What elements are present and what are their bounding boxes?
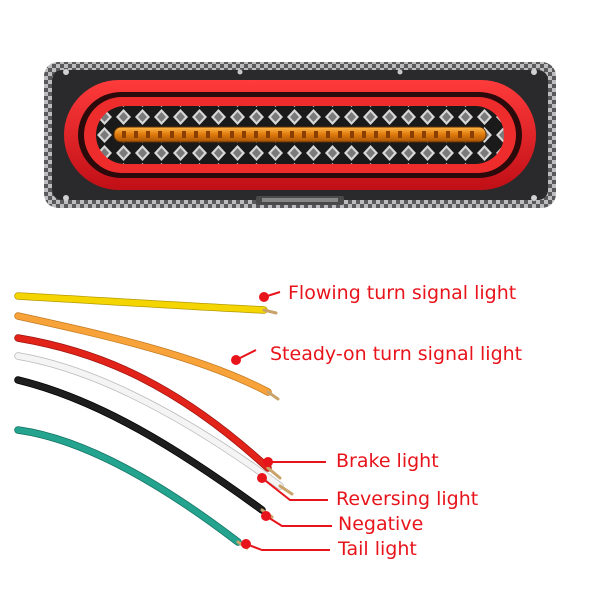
amber-led <box>206 131 210 138</box>
tail-light-unit <box>44 62 556 208</box>
leader-line <box>265 515 332 527</box>
bare-wire-tip <box>266 466 282 480</box>
amber-led <box>182 131 186 138</box>
screw-icon <box>63 69 69 75</box>
amber-led <box>170 131 174 138</box>
label-negative: Negative <box>338 513 424 535</box>
label-reversing: Reversing light <box>336 488 479 510</box>
bare-wire-tip <box>266 390 280 401</box>
wire-tail <box>15 427 241 545</box>
amber-led <box>434 131 438 138</box>
amber-led <box>398 131 402 138</box>
label-brake: Brake light <box>336 450 439 472</box>
amber-led <box>302 131 306 138</box>
amber-led <box>458 131 462 138</box>
amber-led <box>290 131 294 138</box>
wire-flowing-turn-signal <box>15 293 267 313</box>
screw-icon <box>237 69 243 75</box>
leader-line <box>263 291 281 298</box>
amber-led <box>122 131 126 138</box>
amber-led <box>314 131 318 138</box>
screw-icon <box>531 69 537 75</box>
amber-led <box>134 131 138 138</box>
amber-led <box>278 131 282 138</box>
amber-led-row <box>122 131 474 138</box>
label-flowing-turn-signal: Flowing turn signal light <box>288 282 517 304</box>
amber-led <box>470 131 474 138</box>
amber-led <box>338 131 342 138</box>
amber-led <box>410 131 414 138</box>
amber-led <box>266 131 270 138</box>
amber-led <box>194 131 198 138</box>
amber-led <box>146 131 150 138</box>
leader-line <box>245 543 330 551</box>
connector-detail <box>262 198 338 202</box>
label-tail: Tail light <box>338 538 417 560</box>
screw-icon <box>397 69 403 75</box>
amber-led <box>362 131 366 138</box>
screw-icon <box>63 195 69 201</box>
amber-led <box>350 131 354 138</box>
amber-turn-strip <box>113 126 487 143</box>
amber-led <box>446 131 450 138</box>
callout-markers <box>231 291 332 551</box>
wire-negative <box>15 377 265 513</box>
amber-led <box>230 131 234 138</box>
amber-led <box>374 131 378 138</box>
amber-led <box>218 131 222 138</box>
wire-steady-turn-signal <box>15 313 271 395</box>
amber-led <box>158 131 162 138</box>
amber-led <box>242 131 246 138</box>
amber-led <box>254 131 258 138</box>
amber-led <box>422 131 426 138</box>
label-steady-turn-signal: Steady-on turn signal light <box>270 343 523 365</box>
leader-line <box>261 477 328 501</box>
amber-led <box>326 131 330 138</box>
bare-wire-tip <box>278 484 294 496</box>
wire-brake <box>15 335 271 471</box>
wire-harness <box>14 292 294 550</box>
bare-wire-tip <box>262 308 278 315</box>
amber-led <box>386 131 390 138</box>
wire-reversing <box>15 353 283 489</box>
leader-line <box>235 349 257 361</box>
screw-icon <box>531 195 537 201</box>
